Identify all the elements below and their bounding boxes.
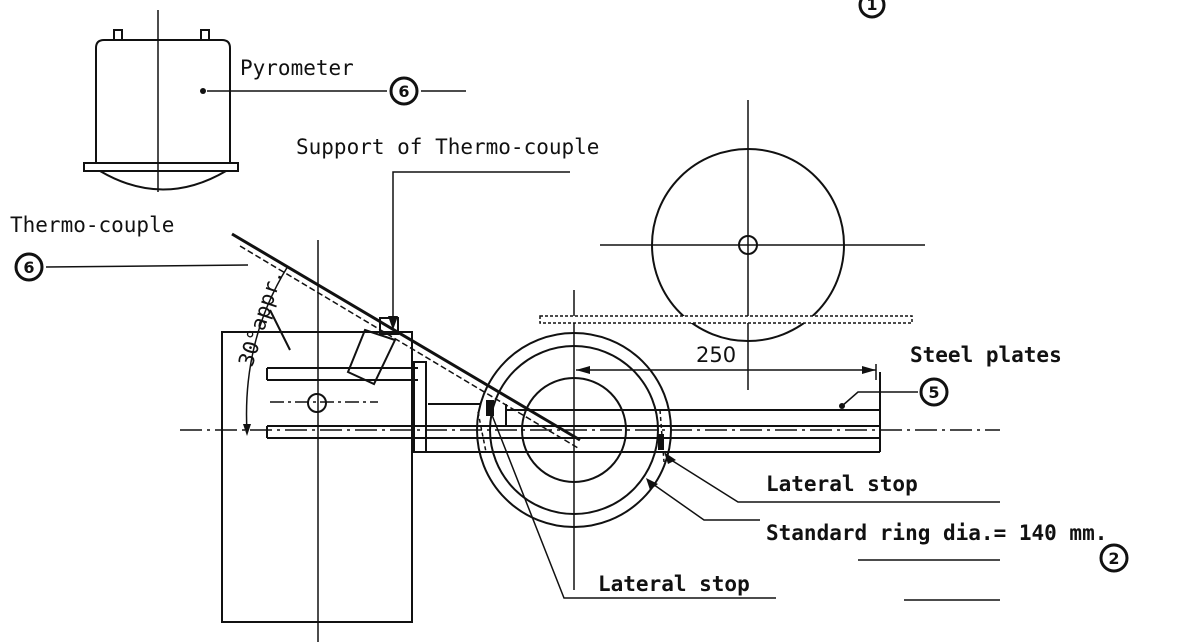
dimension-value: 250 <box>696 343 736 367</box>
angle-label: 30°appr. <box>234 266 288 370</box>
furnace-box <box>221 240 413 642</box>
lateral-stop-right-leader <box>667 457 1000 503</box>
support-label: Support of Thermo-couple <box>296 135 599 159</box>
svg-text:6: 6 <box>23 258 34 277</box>
dimension-250: 250 <box>576 343 877 380</box>
thermocouple-rod <box>231 232 581 449</box>
marker-1: 1 <box>858 0 886 19</box>
lateral-stop-right-label: Lateral stop <box>766 472 918 496</box>
lateral-stop-left <box>486 400 494 416</box>
marker-6-pyrometer: 6 <box>389 76 419 106</box>
lateral-stop-bottom-label: Lateral stop <box>598 572 750 596</box>
standard-ring-label: Standard ring dia.= 140 mm. <box>766 521 1107 545</box>
svg-text:1: 1 <box>866 0 877 14</box>
roller <box>539 100 925 390</box>
marker-5: 5 <box>919 377 949 407</box>
steel-plates <box>505 372 881 452</box>
pyrometer <box>83 10 239 192</box>
marker-2: 2 <box>1099 543 1129 573</box>
support-leader <box>392 171 570 322</box>
marker-6-thermocouple: 6 <box>14 252 44 282</box>
lateral-stop-right <box>658 434 664 450</box>
thermocouple-label: Thermo-couple <box>10 213 174 237</box>
steel-plates-leader <box>841 391 918 407</box>
lateral-stop-bottom-leader <box>489 409 776 599</box>
thermocouple-leader <box>45 264 249 268</box>
svg-text:5: 5 <box>928 383 939 402</box>
svg-text:2: 2 <box>1108 549 1119 568</box>
standard-ring-leader <box>649 481 760 521</box>
support-bracket <box>346 317 399 386</box>
angle-arc <box>245 265 289 433</box>
pyrometer-label: Pyrometer <box>240 56 354 80</box>
steel-plates-label: Steel plates <box>910 343 1062 367</box>
ring-assembly <box>476 290 672 590</box>
svg-text:6: 6 <box>398 82 409 101</box>
